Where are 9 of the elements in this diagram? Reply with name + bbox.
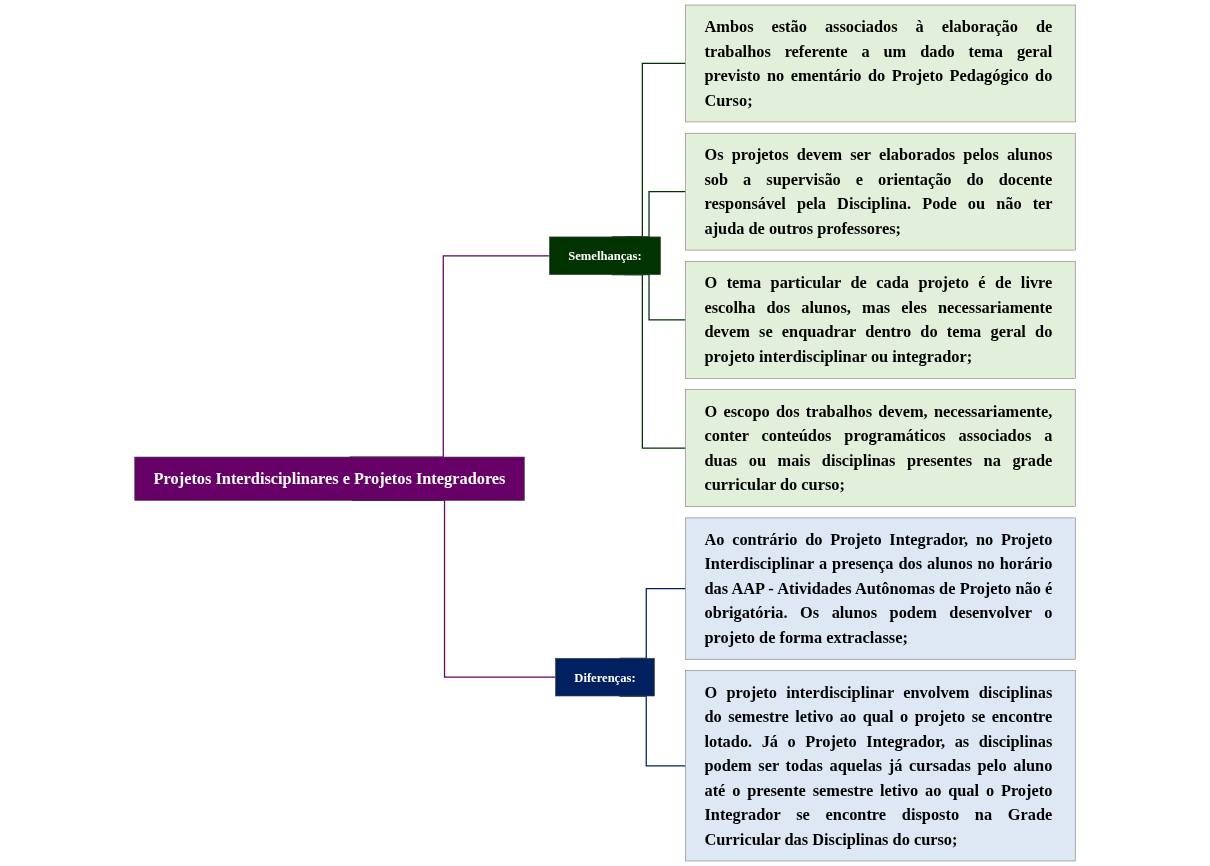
- node-box: Diferenças:: [555, 658, 655, 697]
- node-box: Ao contrário do Projeto Integrador, no Projeto Interdisciplinar a presença dos alunos no horário das AAP - Atividades Autônomas de Projeto não é obrigatória. Os alunos podem desenvolver o projeto de forma extraclasse;: [685, 517, 1076, 660]
- node-box: Os projetos devem ser elaborados pelos alunos sob a supervisão e orientação do docente responsável pela Disciplina. Pode ou não ter ajuda de outros professores;: [685, 132, 1076, 251]
- node-box: Projetos Interdisciplinares e Projetos Integradores: [134, 456, 525, 501]
- node-box: O escopo dos trabalhos devem, necessariamente, conter conteúdos programáticos associados a duas ou mais disciplinas presentes na grade curricular do curso;: [685, 389, 1076, 507]
- node-box: O projeto interdisciplinar envolvem disciplinas do semestre letivo ao qual o projeto se encontre lotado. Já o Projeto Integrador, as disciplinas podem ser todas aquelas já cursadas pelo aluno até o presente semestre letivo ao qual o Projeto Integrador se encontre disposto na Grade Curricular das Disciplinas do curso;: [685, 670, 1076, 862]
- node-box: O tema particular de cada projeto é de livre escolha dos alunos, mas eles necessariamente devem se enquadrar dentro do tema geral do projeto interdisciplinar ou integrador;: [685, 261, 1076, 379]
- node-box: Ambos estão associados à elaboração de trabalhos referente a um dado tema geral previsto no ementário do Projeto Pedagógico do Curso;: [685, 4, 1076, 123]
- node-box: Semelhanças:: [549, 236, 661, 275]
